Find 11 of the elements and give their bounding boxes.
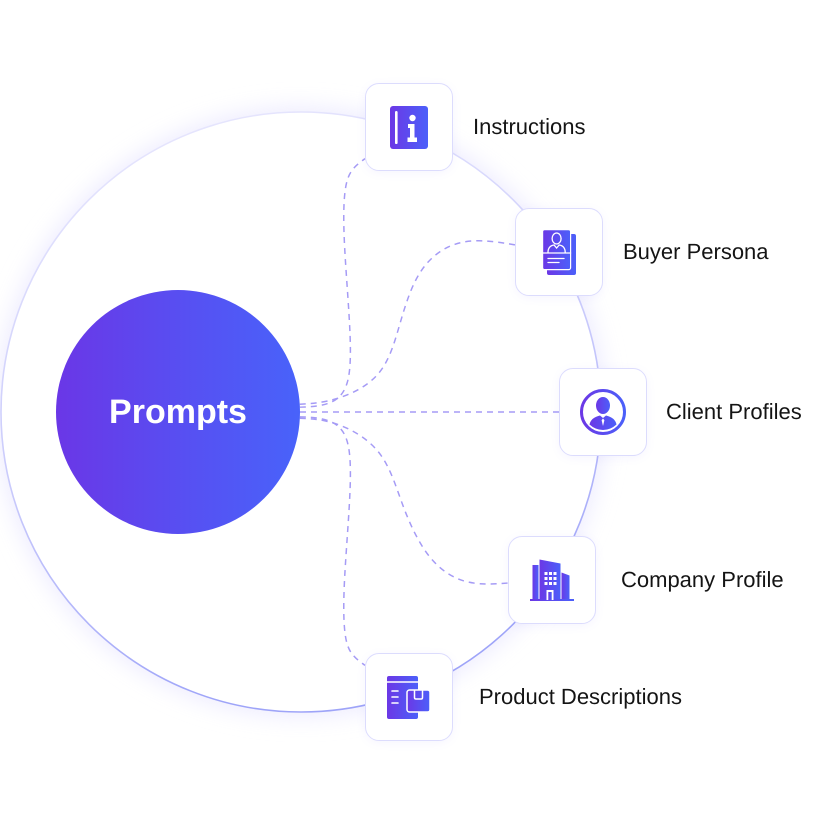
node-label: Product Descriptions [479,684,682,710]
node-label: Company Profile [621,567,784,593]
dashed-connector [300,416,366,666]
node-label: Buyer Persona [623,239,769,265]
dashed-connector [300,411,559,413]
dashed-connector [300,158,366,408]
node-label: Instructions [473,114,586,140]
node-label: Client Profiles [666,399,802,425]
dashed-connector [300,240,516,405]
dashed-connector [300,417,508,585]
hub-label: Prompts [109,392,247,432]
